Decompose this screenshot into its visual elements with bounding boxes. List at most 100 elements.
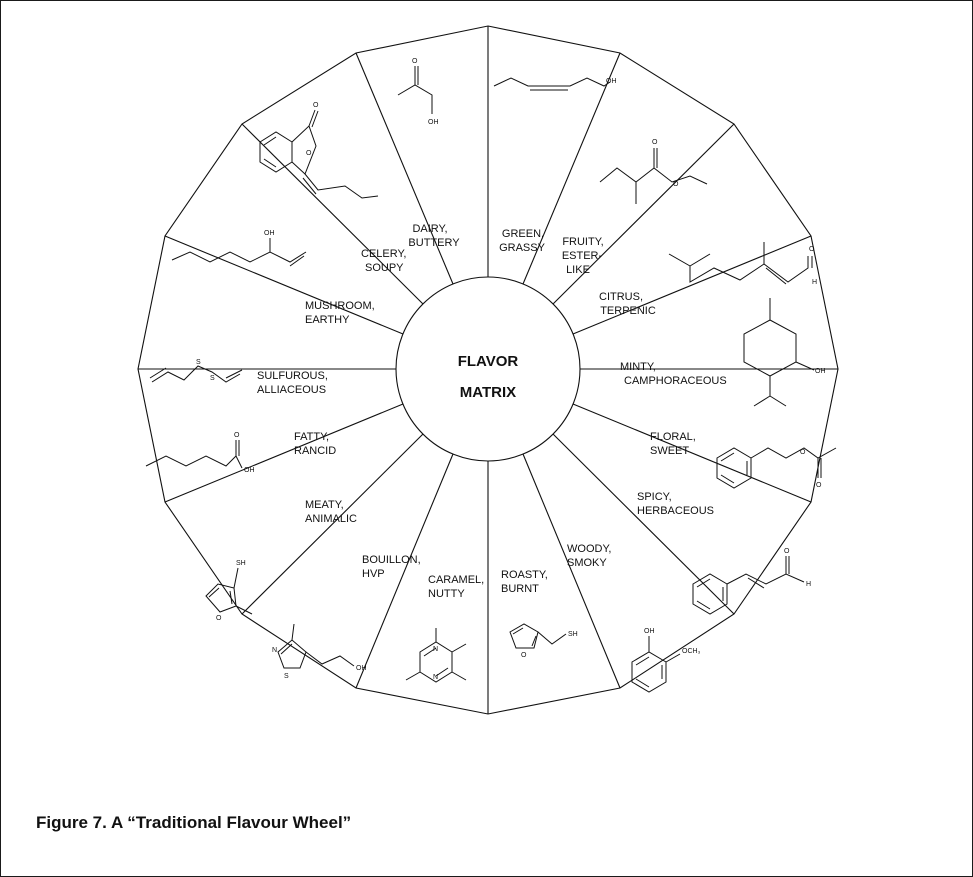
- atom-o: O: [216, 615, 222, 622]
- atom-labels: O OH OH O O O O O H OH OH S S O O O OH O…: [196, 58, 826, 681]
- center-title-line1: FLAVOR: [458, 353, 519, 370]
- wheel-spokes: [138, 26, 838, 714]
- segment-dairy: DAIRY, BUTTERY: [408, 223, 460, 249]
- segment-label: WOODY,: [567, 543, 611, 555]
- atom-o: O: [234, 432, 240, 439]
- atom-s: S: [210, 375, 215, 382]
- segment-label: ANIMALIC: [305, 513, 357, 525]
- phenethyl-acetate-structure: [716, 447, 837, 489]
- atom-sh: SH: [236, 560, 246, 567]
- atom-s: S: [284, 673, 289, 680]
- atom-oh: OH: [606, 78, 617, 85]
- segment-label: BOUILLON,: [362, 554, 421, 566]
- disulfide-structure: [149, 365, 243, 383]
- segment-label: DAIRY,: [412, 223, 447, 235]
- segment-spicy: SPICY, HERBACEOUS: [637, 491, 714, 517]
- menthol-structure: [743, 298, 815, 407]
- segment-green: GREEN, GRASSY: [499, 228, 546, 254]
- segment-fatty: FATTY, RANCID: [294, 431, 336, 457]
- segment-label: BURNT: [501, 583, 539, 595]
- atom-oh: OH: [244, 467, 255, 474]
- atom-o: O: [412, 58, 418, 65]
- segment-label: LIKE: [566, 264, 590, 276]
- thiazole-structure: [277, 623, 355, 669]
- segment-label: BUTTERY: [408, 237, 460, 249]
- hexenol-structure: [493, 77, 611, 91]
- atom-s: S: [196, 359, 201, 366]
- segment-sulfurous: SULFUROUS, ALLIACEOUS: [257, 370, 328, 396]
- atom-oh: OH: [428, 119, 439, 126]
- atom-o: O: [809, 246, 815, 253]
- segment-floral: FLORAL, SWEET: [650, 431, 696, 457]
- atom-sh: SH: [568, 631, 578, 638]
- ester-structure: [599, 148, 708, 204]
- segment-label: GRASSY: [499, 242, 546, 254]
- atom-o: O: [800, 449, 806, 456]
- atom-och3: OCH₃: [682, 648, 701, 655]
- segment-caramel: CARAMEL, NUTTY: [428, 574, 484, 600]
- segment-label: CITRUS,: [599, 291, 643, 303]
- atom-o: O: [306, 150, 312, 157]
- atom-oh: OH: [356, 665, 367, 672]
- atom-n: N: [433, 674, 438, 681]
- furfuryl-mercaptan-structure: [509, 623, 567, 649]
- segment-label: EARTHY: [305, 314, 350, 326]
- segment-label: FLORAL,: [650, 431, 696, 443]
- segment-minty: MINTY, CAMPHORACEOUS: [620, 361, 727, 387]
- segment-bouillon: BOUILLON, HVP: [362, 554, 421, 580]
- octenol-structure: [171, 238, 307, 267]
- segment-label: RANCID: [294, 445, 336, 457]
- segment-label: MUSHROOM,: [305, 300, 375, 312]
- segment-mushroom: MUSHROOM, EARTHY: [305, 300, 375, 326]
- atom-o: O: [313, 102, 319, 109]
- furanthiol-structure: [205, 567, 253, 615]
- segment-label: ESTER-: [562, 250, 603, 262]
- segment-label: SULFUROUS,: [257, 370, 328, 382]
- segment-roasty: ROASTY, BURNT: [501, 569, 548, 595]
- atom-h: H: [806, 581, 811, 588]
- segment-label: ROASTY,: [501, 569, 548, 581]
- atom-o: O: [521, 652, 527, 659]
- cinnamaldehyde-structure: [692, 556, 805, 615]
- segment-label: MEATY,: [305, 499, 344, 511]
- segment-label: SOUPY: [365, 262, 404, 274]
- phthalide-structure: [259, 109, 379, 199]
- atom-o: O: [784, 548, 790, 555]
- segment-label: CAMPHORACEOUS: [624, 375, 727, 387]
- hexanoic-acid-structure: [145, 440, 243, 469]
- segment-label: TERPENIC: [600, 305, 656, 317]
- acetoin-structure: [397, 66, 433, 114]
- segment-label: MINTY,: [620, 361, 656, 373]
- atom-oh: OH: [264, 230, 275, 237]
- guaiacol-structure: [631, 636, 681, 693]
- segment-label: GREEN,: [502, 228, 544, 240]
- atom-o: O: [816, 482, 822, 489]
- atom-oh: OH: [644, 628, 655, 635]
- segment-label: HERBACEOUS: [637, 505, 714, 517]
- segment-label: CARAMEL,: [428, 574, 484, 586]
- segment-label: FATTY,: [294, 431, 329, 443]
- segment-label: SMOKY: [567, 557, 607, 569]
- segment-meaty: MEATY, ANIMALIC: [305, 499, 357, 525]
- segment-label: CELERY,: [361, 248, 406, 260]
- segment-celery: CELERY, SOUPY: [361, 248, 406, 274]
- pyrazine-structure: [405, 628, 467, 683]
- center-title-line2: MATRIX: [460, 384, 516, 401]
- segment-woody: WOODY, SMOKY: [567, 543, 611, 569]
- figure-caption: Figure 7. A “Traditional Flavour Wheel”: [36, 813, 352, 832]
- atom-o: O: [652, 139, 658, 146]
- segment-label: ALLIACEOUS: [257, 384, 326, 396]
- segment-label: SWEET: [650, 445, 689, 457]
- citral-structure: [668, 242, 813, 285]
- atom-o: O: [673, 181, 679, 188]
- segment-label: NUTTY: [428, 588, 465, 600]
- atom-n: N: [433, 646, 438, 653]
- segment-label: SPICY,: [637, 491, 672, 503]
- segment-citrus: CITRUS, TERPENIC: [599, 291, 656, 317]
- atom-oh: OH: [815, 368, 826, 375]
- segment-label: FRUITY,: [562, 236, 603, 248]
- segment-fruity: FRUITY, ESTER- LIKE: [562, 236, 604, 276]
- segment-label: HVP: [362, 568, 385, 580]
- atom-n: N: [272, 647, 277, 654]
